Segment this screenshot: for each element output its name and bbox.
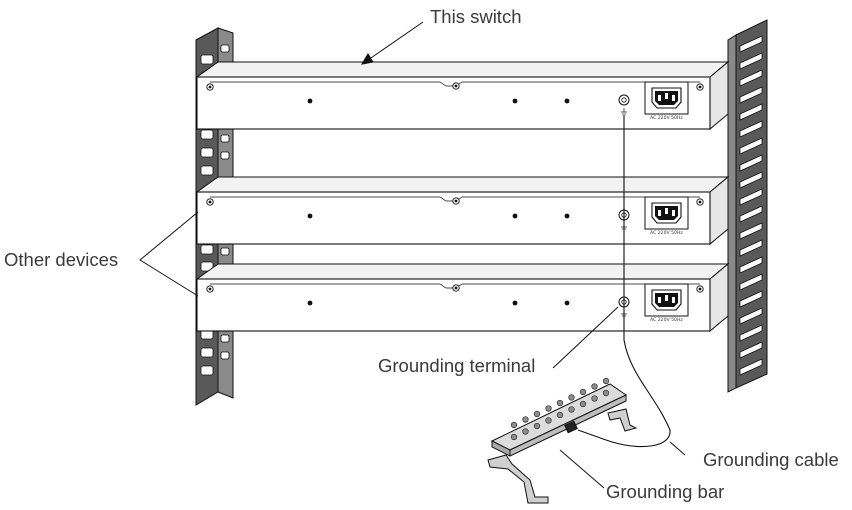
rail-slot	[739, 290, 763, 308]
grounding-cable-label: Grounding cable	[703, 449, 839, 470]
power-rating-text: AC 220V 50Hz	[650, 317, 683, 323]
rail-slot	[739, 341, 763, 359]
screw-icon	[696, 83, 704, 91]
right-rack-rail	[727, 19, 768, 393]
other-device-bottom: AC 220V 50Hz	[195, 262, 730, 333]
panel-hole	[307, 213, 313, 219]
grounding-terminal	[618, 94, 630, 115]
rail-slot	[739, 137, 763, 155]
screw-icon	[452, 197, 460, 205]
power-rating-text: AC 220V 50Hz	[650, 230, 683, 236]
rail-slot	[739, 358, 763, 376]
power-inlet-icon: AC 220V 50Hz	[644, 81, 689, 121]
screw-icon	[452, 82, 460, 90]
bar-hole	[533, 422, 541, 430]
rail-slot	[739, 256, 763, 274]
panel-hole	[512, 213, 518, 219]
bar-hole	[568, 406, 575, 413]
bar-hole	[579, 400, 587, 408]
rail-slot	[739, 120, 763, 138]
this-switch-label: This switch	[430, 6, 522, 27]
screw-icon	[696, 198, 704, 206]
rail-slot	[739, 52, 763, 70]
panel-hole	[564, 98, 570, 104]
rail-slot	[739, 239, 763, 257]
bar-hole	[545, 405, 552, 412]
bar-hole	[533, 410, 541, 418]
bar-hole	[522, 428, 529, 435]
bar-hole	[568, 394, 575, 401]
panel-hole	[564, 213, 570, 219]
other-devices-label: Other devices	[4, 249, 119, 270]
grounding-bar-label: Grounding bar	[606, 481, 725, 502]
panel-hole	[512, 300, 518, 306]
bar-hole	[602, 377, 610, 385]
bar-hole	[591, 395, 598, 402]
bar-hole	[522, 416, 529, 423]
rail-slot	[739, 324, 763, 342]
panel-hole	[564, 300, 570, 306]
power-inlet-icon: AC 220V 50Hz	[644, 283, 689, 323]
power-inlet-icon: AC 220V 50Hz	[644, 196, 689, 236]
rail-slot	[739, 307, 763, 325]
bar-hole	[602, 389, 610, 397]
bar-hole	[556, 411, 564, 419]
bar-hole	[591, 383, 598, 390]
power-rating-text: AC 220V 50Hz	[650, 115, 683, 121]
rail-slot	[739, 205, 763, 223]
grounding-cable	[577, 115, 671, 448]
screw-icon	[696, 285, 704, 293]
screw-icon	[206, 198, 214, 206]
bar-hole	[545, 417, 552, 424]
grounding-bar	[487, 377, 638, 504]
bar-hole	[579, 388, 587, 396]
other-device-middle: AC 220V 50Hz	[195, 175, 730, 246]
panel-hole	[307, 300, 313, 306]
leader-lines	[139, 21, 686, 489]
rail-slot	[739, 35, 763, 53]
rail-slot	[739, 86, 763, 104]
rail-slot	[739, 69, 763, 87]
screw-icon	[206, 83, 214, 91]
rail-slot	[739, 154, 763, 172]
rack-units: AC 220V 50Hz AC 220V 50Hz AC 220V 50Hz	[195, 60, 730, 333]
rail-slot	[739, 103, 763, 121]
panel-hole	[512, 98, 518, 104]
grounding-terminal-label: Grounding terminal	[378, 355, 536, 376]
rail-slot	[739, 222, 763, 240]
this-switch: AC 220V 50Hz	[195, 60, 730, 131]
bar-hole	[510, 421, 518, 429]
screw-icon	[452, 284, 460, 292]
rail-slot	[739, 273, 763, 291]
bar-hole	[556, 399, 564, 407]
panel-hole	[307, 98, 313, 104]
rail-slot	[739, 188, 763, 206]
screw-icon	[206, 285, 214, 293]
rail-slot	[739, 171, 763, 189]
bar-hole	[510, 433, 518, 441]
ground-symbol-icon	[621, 108, 627, 115]
